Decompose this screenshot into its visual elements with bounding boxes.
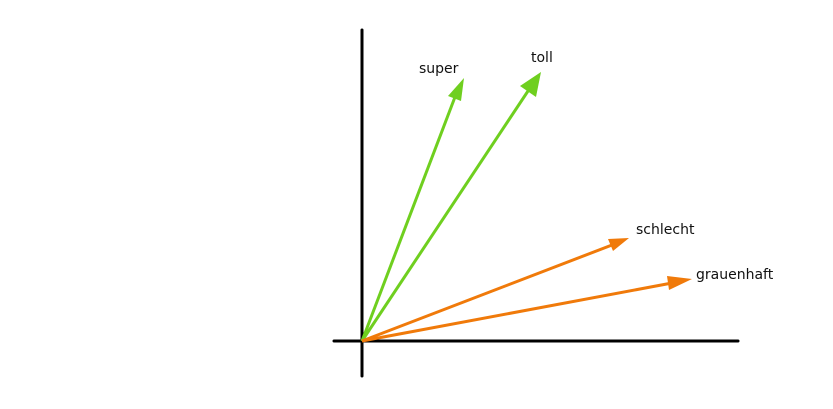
vector-toll: toll [360, 50, 553, 342]
vector-grauenhaft: grauenhaft [361, 267, 774, 343]
vector-schlecht-arrowhead [608, 238, 629, 251]
vector-super: super [360, 61, 464, 342]
vector-grauenhaft-shaft [361, 281, 673, 343]
vector-schlecht: schlecht [361, 222, 695, 343]
vector-schlecht-label: schlecht [636, 222, 695, 238]
vector-toll-arrowhead [520, 72, 541, 97]
vector-toll-shaft [360, 87, 532, 342]
vector-toll-label: toll [531, 50, 553, 66]
vector-super-label: super [419, 61, 459, 77]
vector-grauenhaft-label: grauenhaft [696, 267, 774, 283]
vector-grauenhaft-arrowhead [667, 276, 692, 290]
vector-schlecht-shaft [361, 243, 613, 343]
vector-super-arrowhead [448, 78, 464, 101]
vector-super-shaft [360, 96, 457, 342]
